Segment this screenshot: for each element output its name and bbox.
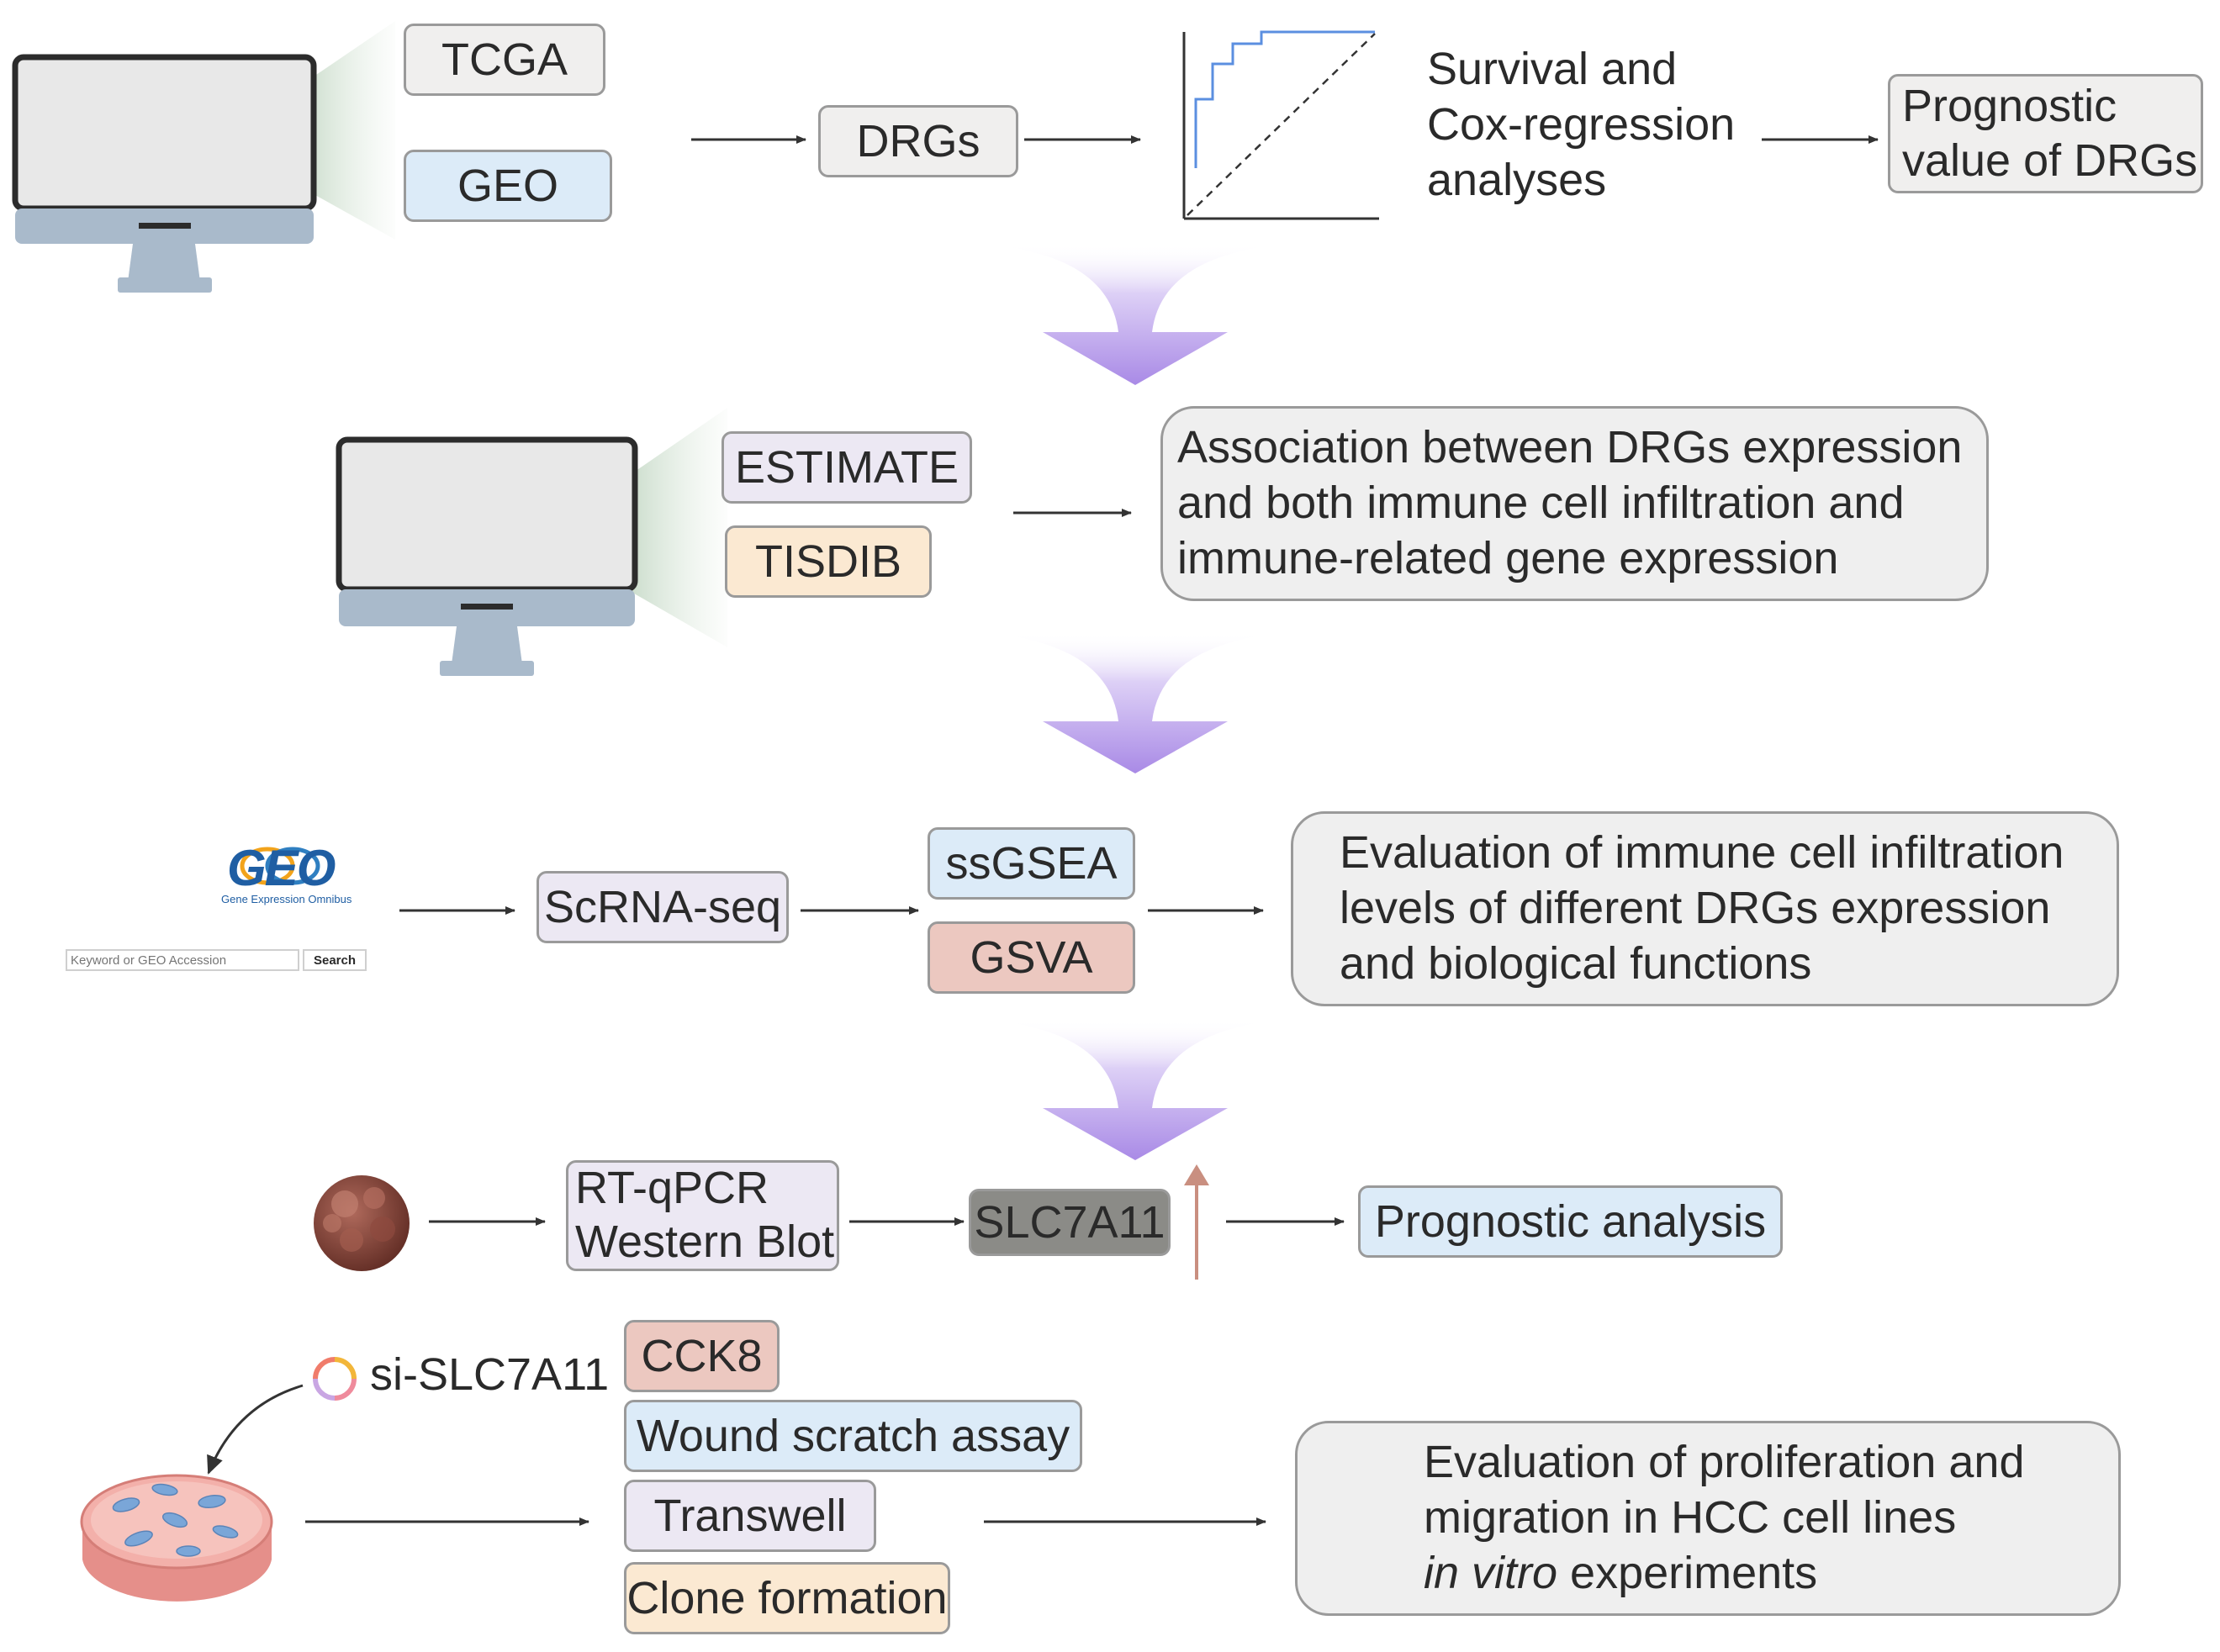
connector-arrows — [207, 135, 1879, 1526]
tcga-box: TCGA — [404, 24, 605, 96]
estimate-box: ESTIMATE — [722, 431, 972, 504]
prognostic-analysis-box: Prognostic analysis — [1358, 1185, 1783, 1258]
immune-evaluation-box: Evaluation of immune cell infiltration l… — [1291, 811, 2119, 1006]
prognostic-value-box: Prognostic value of DRGs — [1888, 74, 2203, 193]
plasmid-icon — [313, 1357, 357, 1401]
transwell-box: Transwell — [624, 1480, 876, 1552]
flow-arrow-icon — [975, 632, 1295, 773]
geo-box: GEO — [404, 150, 612, 222]
flow-arrow-icon — [975, 244, 1295, 385]
westernblot-label: Western Blot — [575, 1217, 835, 1267]
prognostic-line-1: Prognostic — [1902, 81, 2117, 132]
gsva-box: GSVA — [928, 921, 1135, 994]
computer-monitor-icon — [12, 21, 395, 293]
survival-cox-text: Survival and Cox-regression analyses — [1427, 42, 1735, 208]
scrna-seq-box: ScRNA-seq — [536, 871, 789, 943]
proliferation-line-2: migration in HCC cell lines — [1424, 1492, 1957, 1544]
survival-line-3: analyses — [1427, 154, 1607, 205]
slc7a11-box: SLC7A11 — [969, 1189, 1171, 1256]
geo-logo-icon — [240, 847, 320, 885]
tissue-sample-icon — [314, 1175, 410, 1271]
geo-search-button[interactable]: Search — [303, 949, 367, 971]
association-line-1: Association between DRGs expression — [1177, 422, 1963, 473]
wound-scratch-box: Wound scratch assay — [624, 1400, 1082, 1472]
in-vitro-text: in vitro — [1424, 1547, 1558, 1598]
upregulation-arrow-icon — [1184, 1164, 1209, 1280]
rtqpcr-label: RT-qPCR — [575, 1163, 769, 1214]
survival-line-1: Survival and — [1427, 44, 1678, 94]
roc-curve-icon — [1182, 30, 1379, 220]
experiments-text: experiments — [1557, 1547, 1818, 1598]
proliferation-line-1: Evaluation of proliferation and — [1424, 1437, 2025, 1488]
geo-search-input[interactable] — [66, 949, 299, 971]
flow-arrow-icon — [975, 1019, 1295, 1160]
clone-formation-box: Clone formation — [624, 1562, 950, 1634]
petri-dish-icon — [80, 1474, 273, 1602]
geo-logo-caption: Gene Expression Omnibus — [221, 893, 352, 905]
geo-logo-text: GEO — [227, 840, 336, 896]
evaluation-line-2: levels of different DRGs expression — [1340, 883, 2051, 934]
evaluation-line-1: Evaluation of immune cell infiltration — [1340, 827, 2064, 879]
rtqpcr-westernblot-box: RT-qPCR Western Blot — [566, 1160, 839, 1271]
proliferation-evaluation-box: Evaluation of proliferation and migratio… — [1295, 1421, 2121, 1616]
immune-association-box: Association between DRGs expression and … — [1160, 406, 1989, 601]
tisdib-box: TISDIB — [725, 525, 932, 598]
proliferation-line-3: in vitro experiments — [1424, 1546, 2118, 1602]
computer-monitor-icon — [336, 408, 727, 676]
association-line-3: immune-related gene expression — [1177, 532, 1839, 583]
ssgsea-box: ssGSEA — [928, 827, 1135, 900]
prognostic-line-2: value of DRGs — [1902, 135, 2198, 186]
cck8-box: CCK8 — [624, 1320, 780, 1392]
drgs-box: DRGs — [818, 105, 1018, 177]
drgs-label: DRGs — [856, 115, 980, 166]
survival-line-2: Cox-regression — [1427, 98, 1736, 150]
evaluation-line-3: and biological functions — [1340, 937, 1812, 989]
si-slc7a11-label: si-SLC7A11 — [370, 1349, 610, 1400]
association-line-2: and both immune cell infiltration and — [1177, 478, 1905, 529]
